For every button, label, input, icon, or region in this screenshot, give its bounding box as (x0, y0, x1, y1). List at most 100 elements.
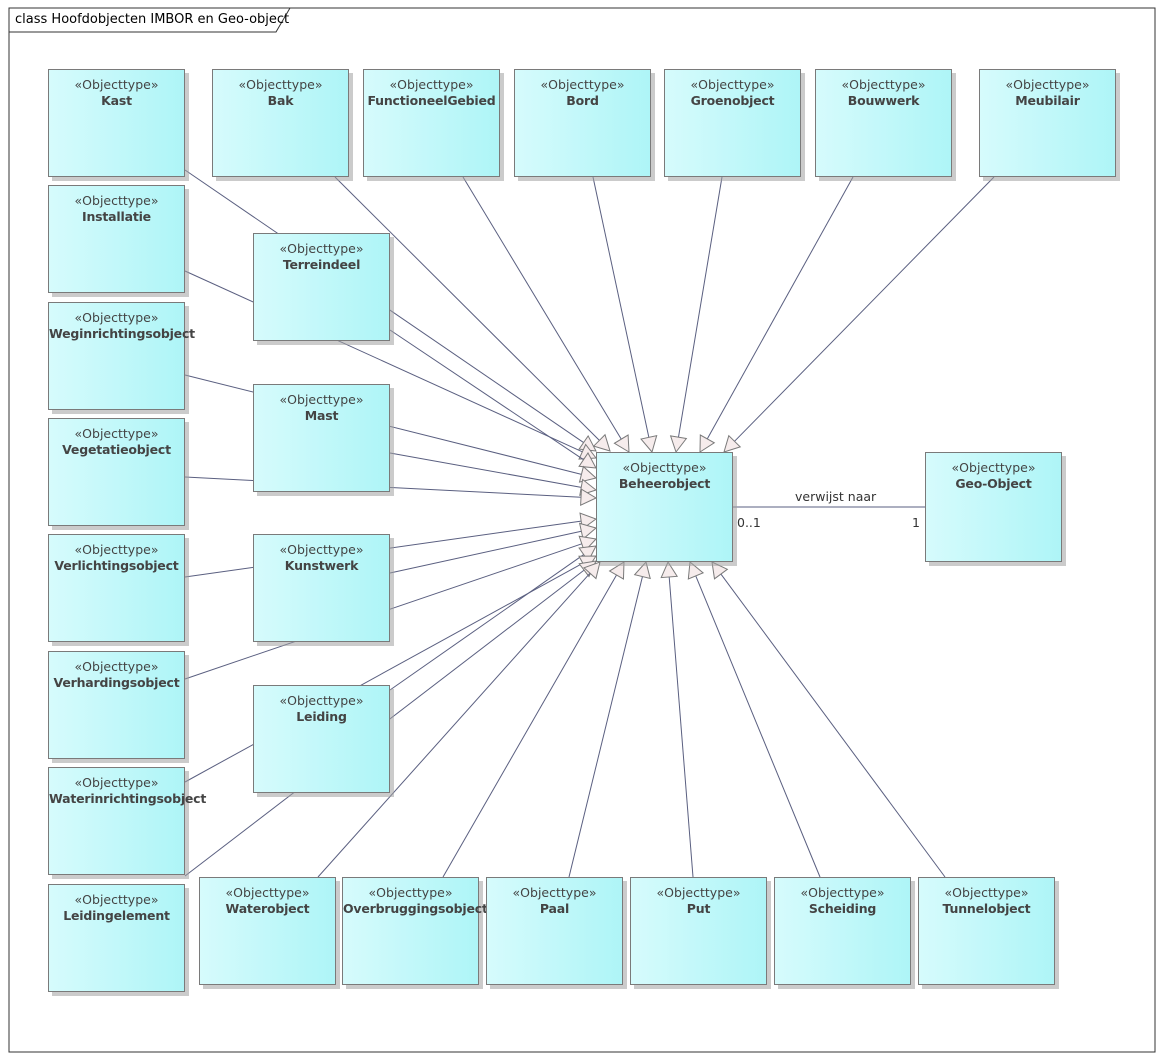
class-mast[interactable]: «Objecttype»Mast (253, 384, 390, 492)
class-kunstwerk[interactable]: «Objecttype»Kunstwerk (253, 534, 390, 642)
target-multiplicity: 1 (912, 515, 920, 530)
class-scheiding[interactable]: «Objecttype»Scheiding (774, 877, 911, 985)
generalization-arrowhead-12 (580, 488, 598, 507)
stereotype-label: «Objecttype» (944, 885, 1029, 900)
stereotype-label: «Objecttype» (1005, 77, 1090, 92)
class-installatie[interactable]: «Objecttype»Installatie (48, 185, 185, 293)
generalization-line-4 (592, 176, 650, 438)
stereotype-label: «Objecttype» (656, 885, 741, 900)
class-waterinrichtingsobject[interactable]: «Objecttype»Waterinrichtingsobject (48, 767, 207, 875)
class-groenobject[interactable]: «Objecttype»Groenobject (664, 69, 801, 177)
class-name: Waterobject (225, 901, 310, 916)
class-name: Scheiding (808, 901, 877, 916)
class-name: FunctioneelGebied (367, 93, 496, 108)
class-geo-object[interactable]: «Objecttype»Geo-Object (925, 452, 1062, 562)
stereotype-label: «Objecttype» (279, 241, 364, 256)
class-name: Kast (101, 93, 132, 108)
class-weginrichtingsobject[interactable]: «Objecttype»Weginrichtingsobject (48, 302, 195, 410)
source-multiplicity: 0..1 (737, 515, 761, 530)
class-bouwwerk[interactable]: «Objecttype»Bouwwerk (815, 69, 952, 177)
stereotype-label: «Objecttype» (512, 885, 597, 900)
class-name: Terreindeel (282, 257, 361, 272)
generalization-line-21 (568, 576, 643, 878)
generalization-line-23 (695, 575, 821, 878)
stereotype-label: «Objecttype» (74, 426, 159, 441)
generalization-arrowhead-21 (633, 560, 651, 580)
generalization-line-5 (677, 176, 723, 438)
generalization-line-8 (184, 270, 583, 453)
class-kast[interactable]: «Objecttype»Kast (48, 69, 185, 177)
class-bak[interactable]: «Objecttype»Bak (212, 69, 349, 177)
generalization-arrowhead-20 (608, 561, 625, 580)
generalization-arrowhead-23 (687, 561, 705, 580)
class-put[interactable]: «Objecttype»Put (630, 877, 767, 985)
class-name: Beheerobject (618, 476, 711, 491)
stereotype-label: «Objecttype» (540, 77, 625, 92)
class-name: Leiding (296, 709, 347, 724)
association-label: verwijst naar (795, 489, 877, 504)
generalization-line-14 (389, 530, 582, 574)
class-name: Vegetatieobject (62, 442, 171, 457)
stereotype-label: «Objecttype» (690, 77, 775, 92)
class-tunnelobject[interactable]: «Objecttype»Tunnelobject (918, 877, 1055, 985)
class-leiding[interactable]: «Objecttype»Leiding (253, 685, 390, 793)
class-name: Verhardingsobject (53, 675, 180, 690)
generalization-arrowhead-22 (660, 560, 679, 579)
class-leidingelement[interactable]: «Objecttype»Leidingelement (48, 884, 185, 992)
class-functioneelgebied[interactable]: «Objecttype»FunctioneelGebied (363, 69, 500, 177)
class-name: Tunnelobject (942, 901, 1031, 916)
frame-name: Hoofdobjecten IMBOR en Geo-object (51, 12, 290, 27)
stereotype-label: «Objecttype» (74, 193, 159, 208)
class-verlichtingsobject[interactable]: «Objecttype»Verlichtingsobject (48, 534, 185, 642)
generalization-arrowhead-9 (578, 452, 597, 469)
class-bord[interactable]: «Objecttype»Bord (514, 69, 651, 177)
stereotype-label: «Objecttype» (800, 885, 885, 900)
generalization-arrowhead-6 (699, 434, 716, 453)
generalization-arrowhead-10 (578, 465, 598, 483)
frame-keyword: class (15, 12, 48, 27)
generalization-line-9 (389, 329, 584, 461)
generalization-line-11 (389, 452, 582, 488)
diagram-frame (8, 7, 1156, 1053)
generalization-line-24 (720, 573, 946, 878)
stereotype-label: «Objecttype» (279, 693, 364, 708)
class-terreindeel[interactable]: «Objecttype»Terreindeel (253, 233, 390, 341)
generalization-line-19 (317, 572, 591, 878)
generalization-arrowhead-24 (711, 561, 729, 580)
frame-title: class Hoofdobjecten IMBOR en Geo-object (9, 8, 289, 32)
generalization-line-6 (706, 176, 854, 440)
class-vegetatieobject[interactable]: «Objecttype»Vegetatieobject (48, 418, 185, 526)
class-name: Verlichtingsobject (54, 558, 179, 573)
class-overbruggingsobject[interactable]: «Objecttype»Overbruggingsobject (342, 877, 488, 985)
stereotype-label: «Objecttype» (225, 885, 310, 900)
class-name: Installatie (82, 209, 151, 224)
class-name: Waterinrichtingsobject (49, 791, 207, 806)
class-meubilair[interactable]: «Objecttype»Meubilair (979, 69, 1116, 177)
class-beheerobject[interactable]: «Objecttype»Beheerobject (596, 452, 733, 562)
class-paal[interactable]: «Objecttype»Paal (486, 877, 623, 985)
generalization-line-16 (389, 554, 584, 691)
stereotype-label: «Objecttype» (74, 892, 159, 907)
stereotype-label: «Objecttype» (368, 885, 453, 900)
class-verhardingsobject[interactable]: «Objecttype»Verhardingsobject (48, 651, 185, 759)
class-name: Mast (304, 408, 339, 423)
class-waterobject[interactable]: «Objecttype»Waterobject (199, 877, 336, 985)
class-name: Meubilair (1015, 93, 1080, 108)
class-name: Put (686, 901, 711, 916)
class-name: Bouwwerk (847, 93, 920, 108)
stereotype-label: «Objecttype» (74, 659, 159, 674)
class-name: Geo-Object (955, 476, 1032, 491)
class-name: Kunstwerk (284, 558, 359, 573)
stereotype-label: «Objecttype» (389, 77, 474, 92)
generalization-arrowhead-16 (578, 545, 597, 563)
stereotype-label: «Objecttype» (279, 392, 364, 407)
class-name: Groenobject (690, 93, 775, 108)
class-name: Leidingelement (63, 908, 170, 923)
class-name: Bord (566, 93, 599, 108)
class-name: Paal (539, 901, 570, 916)
stereotype-label: «Objecttype» (951, 460, 1036, 475)
generalization-arrowhead-4 (640, 434, 658, 454)
generalization-arrowhead-14 (578, 522, 598, 540)
generalization-line-7 (734, 176, 995, 442)
stereotype-label: «Objecttype» (74, 310, 159, 325)
